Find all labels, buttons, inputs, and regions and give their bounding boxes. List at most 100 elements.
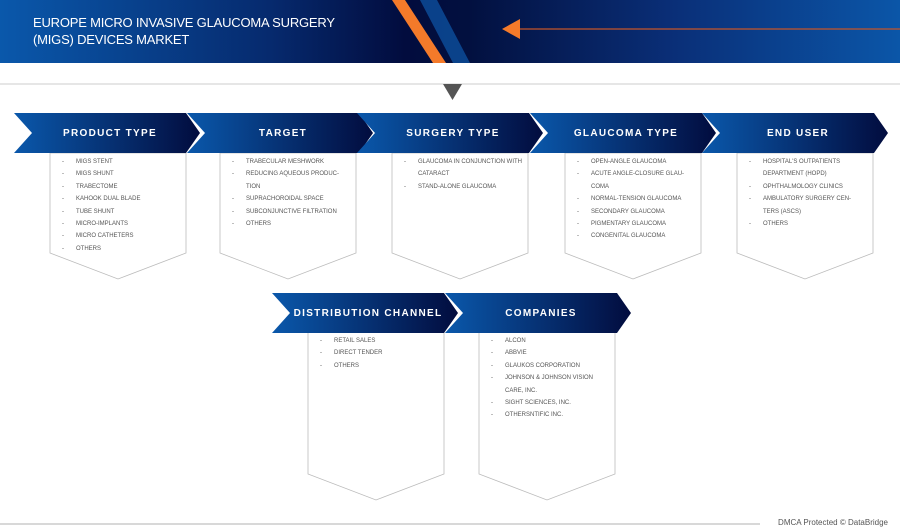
segment-title: END USER (766, 128, 830, 139)
list-item: - SECONDARY GLAUCOMA (577, 206, 695, 218)
list-item: -STAND-ALONE GLAUCOMA (404, 181, 522, 193)
bullet: - (404, 159, 406, 165)
bullet: - (749, 221, 751, 228)
bullet: - (749, 183, 751, 190)
bullet: - (320, 362, 322, 369)
list-item-label: ABBVIE (505, 350, 527, 357)
bullet: - (62, 245, 64, 252)
list-item-label: RETAIL SALES (334, 338, 376, 344)
bullet: - (749, 159, 751, 165)
bullet: - (491, 412, 493, 419)
segment-chevron (14, 113, 200, 153)
list-item-label: SUPRACHOROIDAL SPACE (246, 196, 324, 203)
list-item-label: OPHTHALMOLOGY CLINICS (763, 183, 843, 190)
list-item-label: KAHOOK DUAL BLADE (76, 196, 141, 203)
bullet: - (491, 350, 493, 357)
list-item: -GLAUKOS CORPORATION (491, 360, 609, 372)
bullet: - (62, 196, 64, 203)
list-item: - OTHERS (320, 360, 438, 372)
list-item: -MICRO-IMPLANTS (62, 218, 180, 230)
bullet: - (320, 350, 322, 357)
bullet: - (232, 208, 234, 215)
segment-list: - GLAUCOMA IN CONJUNCTION WITH CATARACT -S… (404, 156, 522, 193)
list-item: - OPHTHALMOLOGY CLINICS (749, 181, 867, 193)
bullet: - (577, 208, 579, 215)
list-item-label: GLAUCOMA IN CONJUNCTION WITH CATARACT (418, 159, 523, 178)
segment-title: COMPANIES (505, 308, 577, 319)
segment-chevron (702, 113, 888, 153)
bullet: - (491, 400, 493, 407)
bullet: - (62, 208, 64, 215)
segment-title: DISTRIBUTION CHANNEL (293, 308, 443, 319)
bullet: - (232, 171, 234, 178)
list-item: - SUPRACHOROIDAL SPACE (232, 193, 350, 205)
list-item: -SUBCONJUNCTIVE FILTRATION (232, 206, 350, 218)
segment-chevron (530, 113, 716, 153)
list-item-label: MICRO-IMPLANTS (76, 221, 129, 228)
list-item: - CONGENITAL GLAUCOMA (577, 230, 695, 242)
footer-copyright: DMCA Protected © DataBridge (778, 518, 888, 527)
list-item: - TRABECTOME (62, 181, 180, 193)
bullet: - (491, 362, 493, 369)
list-item-label: NORMAL-TENSION GLAUCOMA (591, 196, 682, 203)
list-item-label: OTHERS (334, 362, 360, 369)
title-line-2: (MIGS) DEVICES MARKET (33, 32, 190, 47)
list-item-label: SIGHT SCIENCES, INC. (505, 400, 571, 407)
list-item: -MIGS STENT (62, 156, 180, 168)
segment-list: -MIGS STENT - MIGS SHUNT - TRABECTOME - KAHOOK… (62, 156, 180, 255)
list-item: -MICRO CATHETERS (62, 230, 180, 242)
segment-chevron (272, 293, 458, 333)
bullet: - (577, 196, 579, 203)
list-item-label: PIGMENTARY GLAUCOMA (591, 221, 667, 228)
bullet: - (491, 375, 493, 382)
list-item-label: CONGENITAL GLAUCOMA (591, 233, 666, 240)
list-item-label: HOSPITAL'S OUTPATIENTS DEPARTMENT (HOPD) (763, 159, 841, 178)
segment-list: - HOSPITAL'S OUTPATIENTS DEPARTMENT (HOPD… (749, 156, 867, 230)
list-item: -OTHERS (232, 218, 350, 230)
list-item-label: OTHERS (246, 221, 272, 228)
header-banner: EUROPE MICRO INVASIVE GLAUCOMA SURGERY (… (0, 0, 900, 63)
segment-chevron (445, 293, 631, 333)
list-item: - REDUCING AQUEOUS PRODUC-TION (232, 168, 350, 193)
list-item: -ALCON (491, 335, 609, 347)
bullet: - (577, 221, 579, 228)
bullet: - (577, 233, 579, 240)
banner-decoration (392, 0, 900, 63)
list-item-label: TUBE SHUNT (76, 208, 115, 215)
list-item: - KAHOOK DUAL BLADE (62, 193, 180, 205)
list-item-label: REDUCING AQUEOUS PRODUC-TION (246, 171, 340, 190)
list-item: - HOSPITAL'S OUTPATIENTS DEPARTMENT (HOPD… (749, 156, 867, 181)
list-item: - TRABECULAR MESHWORK (232, 156, 350, 168)
list-item-label: OTHERS (76, 245, 102, 252)
list-item-label: ACUTE ANGLE-CLOSURE GLAU-COMA (591, 171, 685, 190)
list-item: - GLAUCOMA IN CONJUNCTION WITH CATARACT (404, 156, 522, 181)
bullet: - (320, 338, 322, 344)
list-item: - PIGMENTARY GLAUCOMA (577, 218, 695, 230)
bullet: - (749, 196, 751, 203)
list-item-label: MIGS SHUNT (76, 171, 114, 178)
segment-list: - OPEN-ANGLE GLAUCOMA - ACUTE ANGLE-CLOSURE… (577, 156, 695, 243)
list-item: -OTHERS (749, 218, 867, 230)
list-item-label: OTHERSNTIFIC INC. (505, 412, 563, 419)
list-item: - OTHERSNTIFIC INC. (491, 409, 609, 421)
segment-list: - RETAIL SALES - DIRECT TENDER - OTHERS (320, 335, 438, 372)
segment-title: GLAUCOMA TYPE (573, 128, 679, 139)
bullet: - (404, 183, 406, 190)
segment-chevron (187, 113, 373, 153)
list-item-label: OPEN-ANGLE GLAUCOMA (591, 159, 667, 165)
bullet: - (577, 159, 579, 165)
list-item: - SIGHT SCIENCES, INC. (491, 397, 609, 409)
down-arrow-icon (443, 84, 462, 100)
bullet: - (232, 196, 234, 203)
title-line-1: EUROPE MICRO INVASIVE GLAUCOMA SURGERY (33, 15, 335, 30)
list-item-label: TRABECTOME (76, 183, 118, 190)
bullet: - (62, 183, 64, 190)
list-item-label: AMBULATORY SURGERY CEN-TERS (ASCS) (763, 196, 852, 215)
list-item-label: DIRECT TENDER (334, 350, 383, 357)
list-item-label: SECONDARY GLAUCOMA (591, 208, 665, 215)
list-item-label: TRABECULAR MESHWORK (246, 159, 325, 165)
bullet: - (62, 171, 64, 178)
bullet: - (491, 338, 493, 344)
bullet: - (232, 159, 234, 165)
